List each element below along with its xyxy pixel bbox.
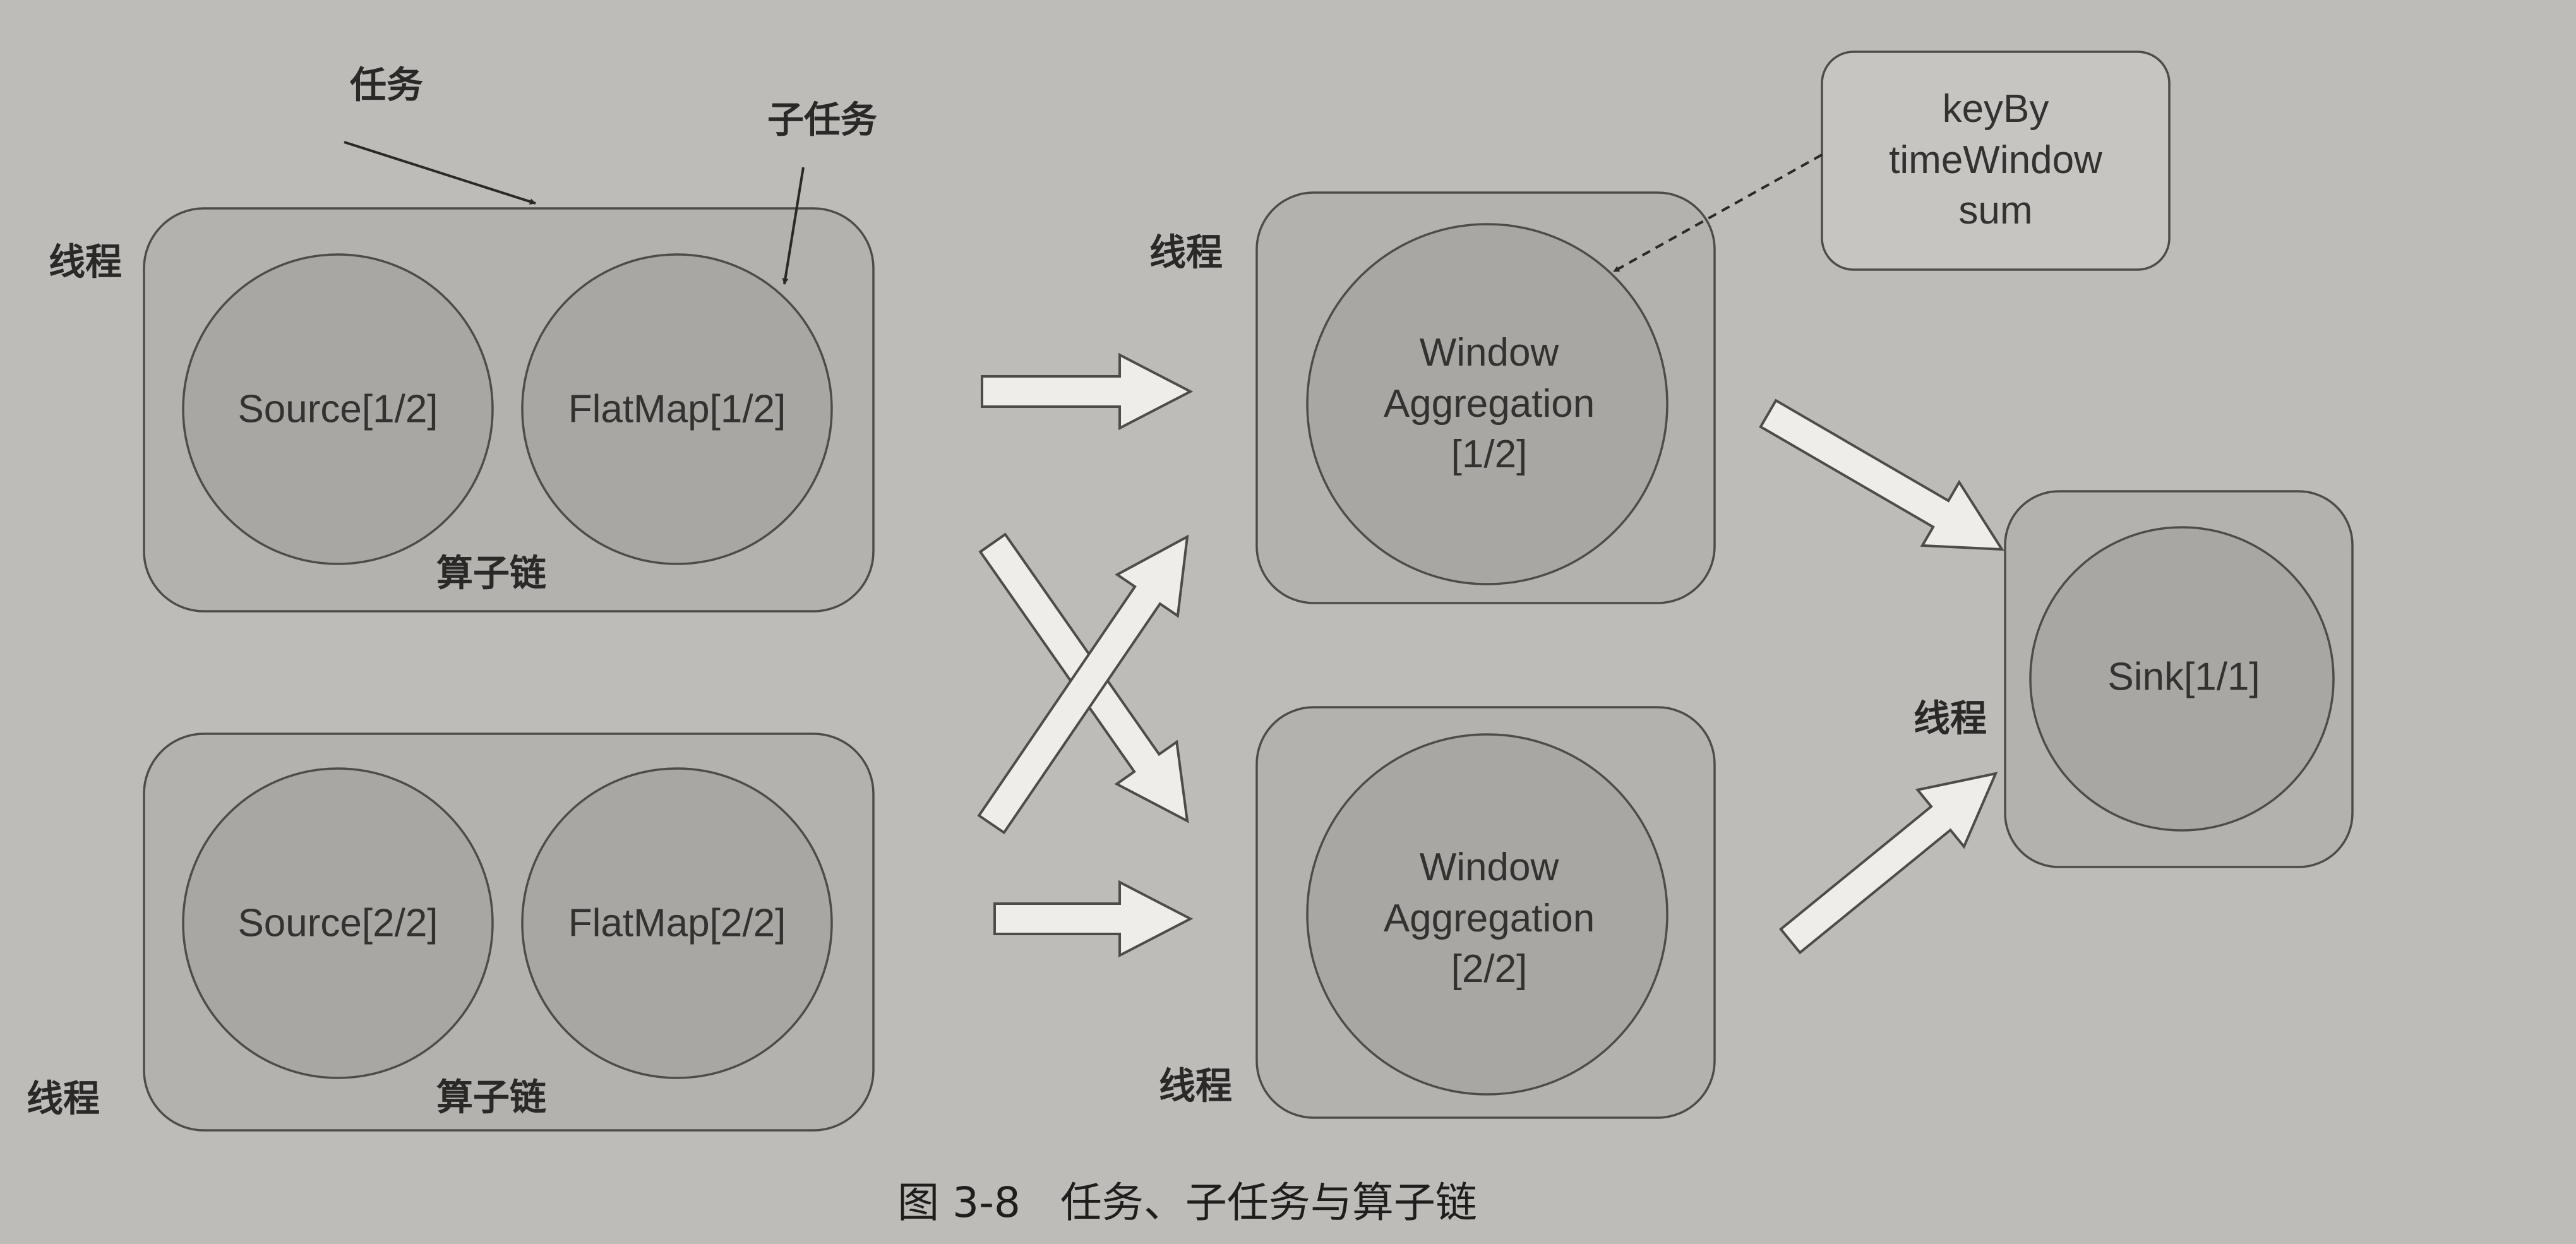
thread-label-window-bottom: 线程 — [1158, 1064, 1233, 1108]
operator-chain-label-top: 算子链 — [436, 551, 547, 595]
source-2-label: Source[2/2] — [237, 901, 438, 945]
subtask-label: 子任务 — [767, 98, 878, 141]
sink-node — [2029, 526, 2335, 832]
window-aggregation-2-label: Window Aggregation [2/2] — [1383, 846, 1595, 991]
task-pointer-arrow — [344, 141, 536, 205]
flatmap-2-label: FlatMap[2/2] — [568, 901, 786, 945]
window-aggregation-1-node — [1306, 223, 1668, 585]
source-1-label: Source[1/2] — [237, 387, 438, 431]
flow-arrow-top-straight — [981, 352, 1194, 431]
subtask-pointer-arrow — [782, 167, 805, 285]
flatmap-1-node — [521, 253, 833, 565]
thread-label-bottom-left: 线程 — [26, 1077, 100, 1120]
note-box — [1821, 51, 2171, 271]
flow-arrow-to-sink-from-bottom — [1778, 772, 1998, 955]
thread-label-top-left: 线程 — [48, 240, 123, 284]
flow-arrow-cross-up — [977, 534, 1189, 835]
flatmap-1-label: FlatMap[1/2] — [568, 387, 786, 431]
window-aggregation-1-label: Window Aggregation [1/2] — [1383, 331, 1595, 477]
operator-chain-label-bottom: 算子链 — [436, 1075, 547, 1119]
note-pointer-arrow — [1613, 153, 1823, 273]
thread-label-sink: 线程 — [1913, 697, 1987, 740]
sink-label: Sink[1/1] — [2107, 655, 2260, 699]
source-2-node — [182, 767, 494, 1079]
flow-arrow-to-sink-from-top — [1759, 398, 2004, 551]
window-aggregation-2-node — [1306, 733, 1668, 1096]
task-label: 任务 — [349, 63, 424, 107]
flow-arrow-bottom-straight — [993, 880, 1194, 958]
flatmap-2-node — [521, 767, 833, 1079]
thread-label-window-top: 线程 — [1149, 230, 1223, 274]
figure-caption: 图 3-8 任务、子任务与算子链 — [897, 1178, 1477, 1228]
source-1-node — [182, 253, 494, 565]
note-text: keyBy timeWindow sum — [1889, 87, 2102, 233]
